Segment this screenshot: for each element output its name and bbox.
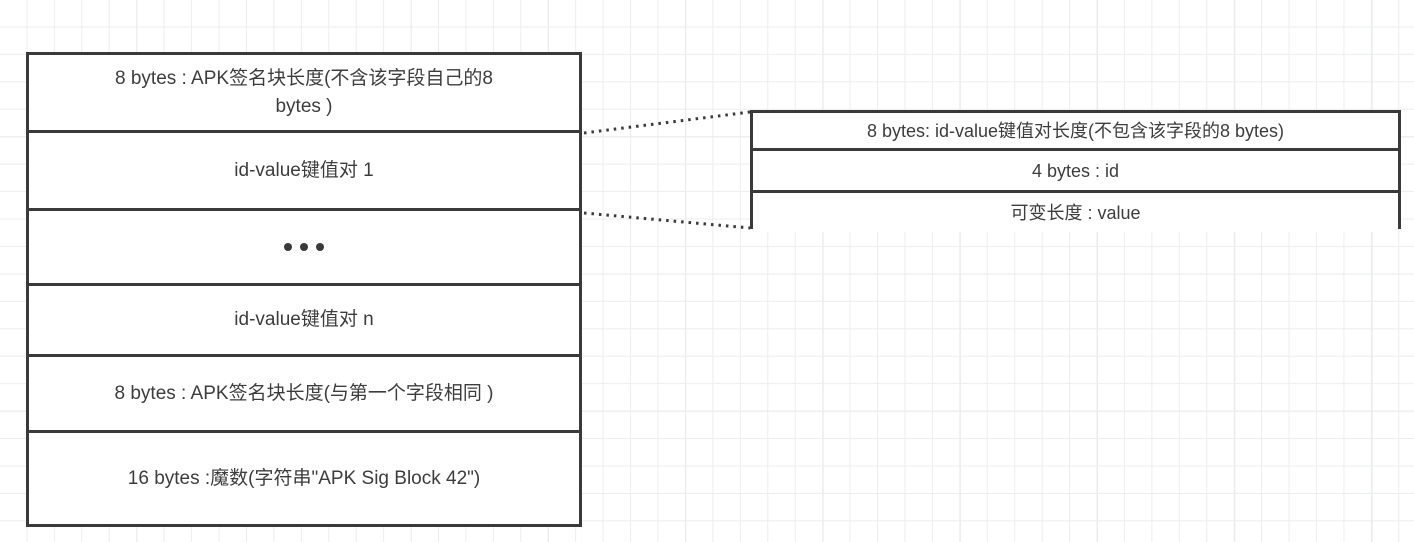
row-magic: 16 bytes :魔数(字符串"APK Sig Block 42") <box>29 433 579 524</box>
connector-bottom-line <box>583 211 751 230</box>
row-magic-label: 16 bytes :魔数(字符串"APK Sig Block 42") <box>127 467 481 489</box>
row-pair-value: 可变长度 : value <box>753 193 1398 232</box>
row-size-of-block-top-line1: 8 bytes : APK签名块长度(不含该字段自己的8 <box>115 67 493 89</box>
ellipsis-icon <box>284 243 324 251</box>
row-pair-id-label: 4 bytes : id <box>1031 160 1120 181</box>
row-pair-length-label: 8 bytes: id-value键值对长度(不包含该字段的8 bytes) <box>866 120 1285 141</box>
apk-signing-block: 8 bytes : APK签名块长度(不含该字段自己的8 bytes ) id-… <box>26 52 582 527</box>
row-pair-length: 8 bytes: id-value键值对长度(不包含该字段的8 bytes) <box>753 113 1398 151</box>
row-size-of-block-top: 8 bytes : APK签名块长度(不含该字段自己的8 bytes ) <box>29 55 579 133</box>
row-size-of-block-top-line2: bytes ) <box>275 95 333 117</box>
row-id-value-pair-n-label: id-value键值对 n <box>234 309 374 330</box>
row-pair-value-label: 可变长度 : value <box>1010 202 1141 223</box>
row-id-value-pair-1: id-value键值对 1 <box>29 133 579 211</box>
row-id-value-pair-n: id-value键值对 n <box>29 286 579 357</box>
row-size-of-block-bottom: 8 bytes : APK签名块长度(与第一个字段相同 ) <box>29 357 579 433</box>
row-pair-id: 4 bytes : id <box>753 151 1398 193</box>
connector-top-line <box>583 110 751 135</box>
row-id-value-pair-1-label: id-value键值对 1 <box>234 159 374 181</box>
row-ellipsis <box>29 211 579 286</box>
row-size-of-block-bottom-label: 8 bytes : APK签名块长度(与第一个字段相同 ) <box>114 382 494 404</box>
id-value-pair-detail-block: 8 bytes: id-value键值对长度(不包含该字段的8 bytes) 4… <box>750 110 1401 232</box>
